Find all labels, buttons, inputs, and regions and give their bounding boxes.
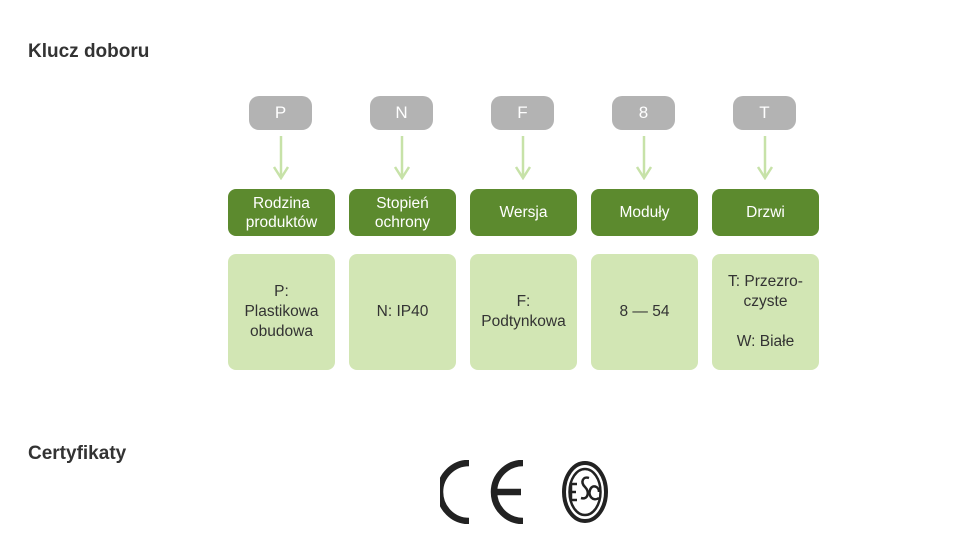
arrow-down-icon xyxy=(272,136,290,180)
category-value: 8 — 54 xyxy=(591,254,698,370)
category-value: P: Plastikowa obudowa xyxy=(228,254,335,370)
esc-mark-icon xyxy=(562,461,608,523)
code-badge: T xyxy=(733,96,796,130)
code-badge: N xyxy=(370,96,433,130)
arrow-down-icon xyxy=(514,136,532,180)
arrow-down-icon xyxy=(393,136,411,180)
category-label: Rodzina produktów xyxy=(228,189,335,236)
code-badge: 8 xyxy=(612,96,675,130)
category-label: Drzwi xyxy=(712,189,819,236)
arrow-down-icon xyxy=(635,136,653,180)
arrow-down-icon xyxy=(756,136,774,180)
category-value: T: Przezro- czyste W: Białe xyxy=(712,254,819,370)
category-label: Moduły xyxy=(591,189,698,236)
category-value: N: IP40 xyxy=(349,254,456,370)
code-badge: P xyxy=(249,96,312,130)
ce-mark-icon xyxy=(440,460,524,524)
category-label: Stopień ochrony xyxy=(349,189,456,236)
certificates-title: Certyfikaty xyxy=(28,443,127,464)
code-badge: F xyxy=(491,96,554,130)
selection-key-title: Klucz doboru xyxy=(28,41,150,62)
category-value: F: Podtynkowa xyxy=(470,254,577,370)
category-label: Wersja xyxy=(470,189,577,236)
